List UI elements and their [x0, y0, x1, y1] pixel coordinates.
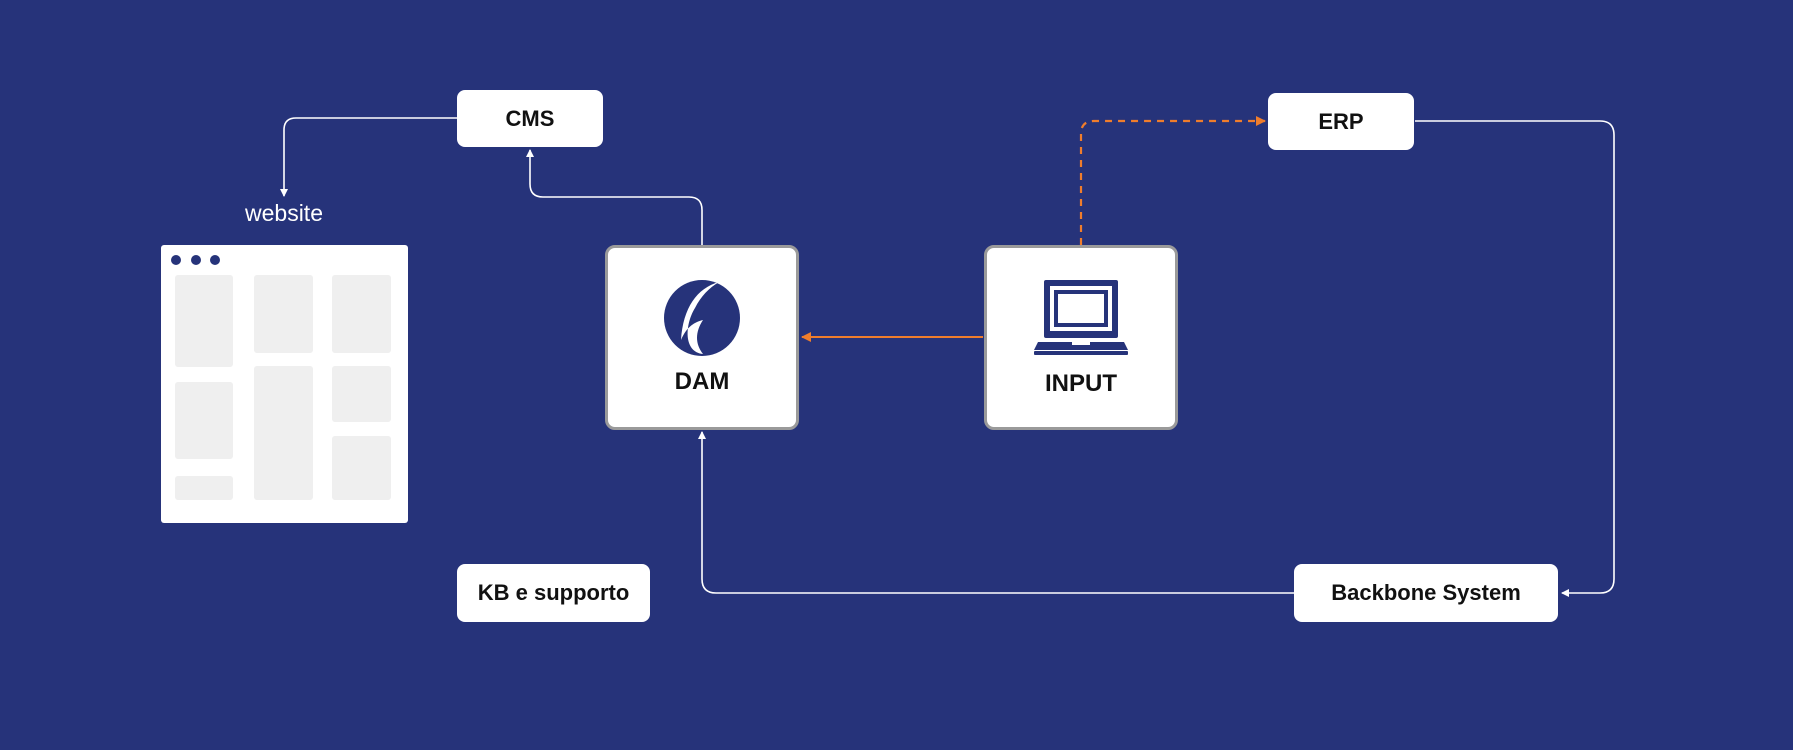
- connector-input-to-erp: [1079, 116, 1266, 245]
- node-cms-label: CMS: [505, 105, 555, 131]
- node-input-label: INPUT: [1045, 369, 1117, 397]
- layout-block: [175, 275, 233, 367]
- node-erp: ERP: [1268, 93, 1414, 150]
- node-backbone-system: Backbone System: [1294, 564, 1558, 622]
- laptop-icon: [1034, 279, 1128, 355]
- node-kb-support: KB e supporto: [457, 564, 650, 622]
- connector-erp-to-backbone: [1415, 120, 1615, 597]
- browser-window-icon: [161, 245, 408, 523]
- layout-block: [332, 366, 391, 422]
- layout-block: [175, 382, 233, 459]
- window-dot: [210, 255, 220, 265]
- layout-block: [332, 436, 391, 500]
- node-cms: CMS: [457, 90, 603, 147]
- node-dam: DAM: [605, 245, 799, 430]
- window-dot: [191, 255, 201, 265]
- node-kb-support-label: KB e supporto: [477, 580, 630, 605]
- node-input: INPUT: [984, 245, 1178, 430]
- connector-backbone-to-dam: [698, 431, 1294, 594]
- window-dot: [171, 255, 181, 265]
- layout-block: [332, 275, 391, 353]
- layout-block: [175, 476, 233, 500]
- connector-dam-to-cms: [526, 149, 703, 245]
- website-label: website: [245, 200, 323, 226]
- layout-block: [254, 275, 313, 353]
- layout-block: [254, 366, 313, 500]
- node-erp-label: ERP: [1318, 108, 1364, 134]
- node-backbone-system-label: Backbone System: [1331, 580, 1521, 605]
- dam-logo-icon: [664, 279, 740, 356]
- connector-cms-to-website: [280, 117, 457, 197]
- node-dam-label: DAM: [674, 367, 730, 395]
